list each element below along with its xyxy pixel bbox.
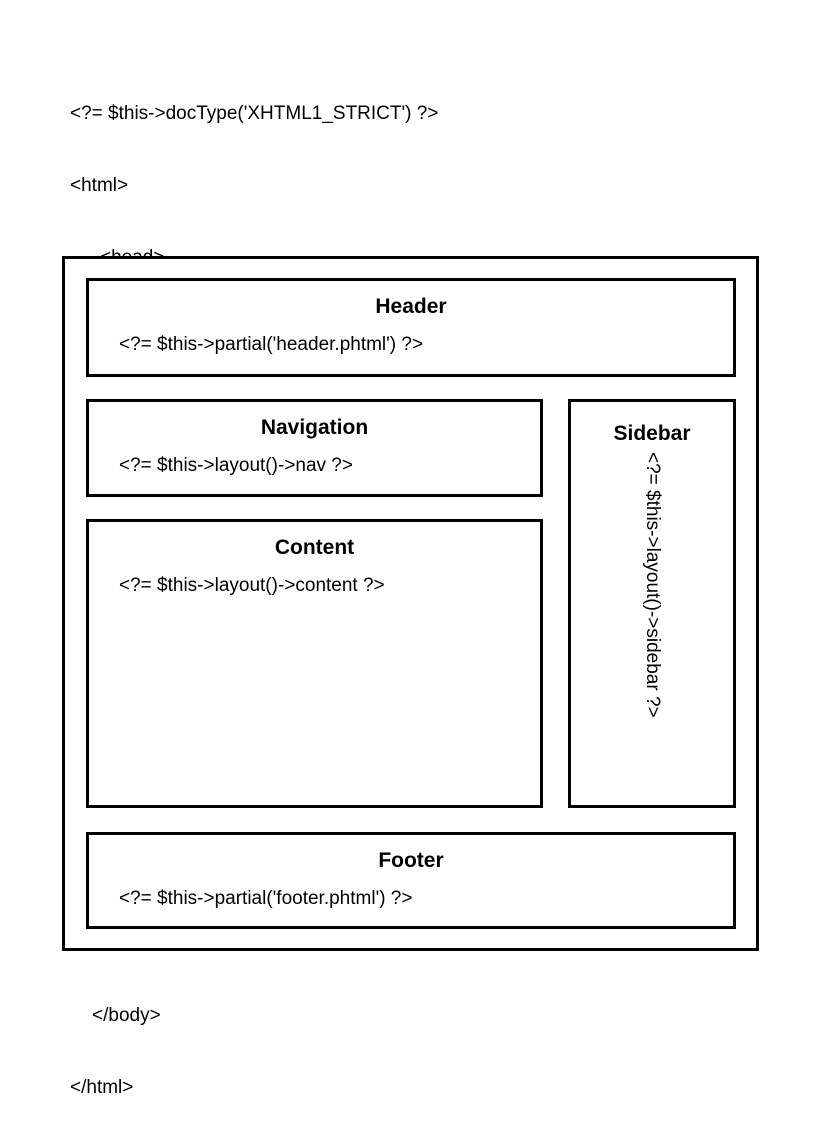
page: { "top_code": { "lines": [ "<?= $this->d… — [62, 103, 759, 1098]
navigation-box: Navigation <?= $this->layout()->nav ?> — [86, 399, 543, 497]
sidebar-box: Sidebar <?= $this->layout()->sidebar ?> — [568, 399, 736, 808]
footer-box-title: Footer — [378, 849, 444, 872]
header-box: Header <?= $this->partial('header.phtml'… — [86, 278, 736, 377]
body-layout-box: Header <?= $this->partial('header.phtml'… — [62, 256, 759, 951]
sidebar-box-code: <?= $this->layout()->sidebar ?> — [642, 452, 663, 718]
header-box-code: <?= $this->partial('header.phtml') ?> — [119, 334, 424, 355]
footer-box-code: <?= $this->partial('footer.phtml') ?> — [119, 888, 413, 909]
code-line-html-open: <html> — [70, 175, 129, 196]
navigation-box-title: Navigation — [260, 416, 369, 439]
code-line-doctype: <?= $this->docType('XHTML1_STRICT') ?> — [70, 103, 439, 124]
navigation-box-code: <?= $this->layout()->nav ?> — [119, 455, 353, 476]
php-code-bottom: </body> </html> — [70, 956, 161, 1124]
sidebar-vertical-text-wrap: <?= $this->layout()->sidebar ?> — [571, 452, 733, 723]
footer-box: Footer <?= $this->partial('footer.phtml'… — [86, 832, 736, 929]
header-box-title: Header — [375, 295, 447, 318]
content-box-title: Content — [274, 536, 355, 559]
content-box: Content <?= $this->layout()->content ?> — [86, 519, 543, 808]
code-line-body-close: </body> — [92, 1005, 161, 1026]
sidebar-box-title: Sidebar — [613, 422, 691, 445]
content-box-code: <?= $this->layout()->content ?> — [119, 575, 385, 596]
code-line-html-close: </html> — [70, 1077, 134, 1098]
